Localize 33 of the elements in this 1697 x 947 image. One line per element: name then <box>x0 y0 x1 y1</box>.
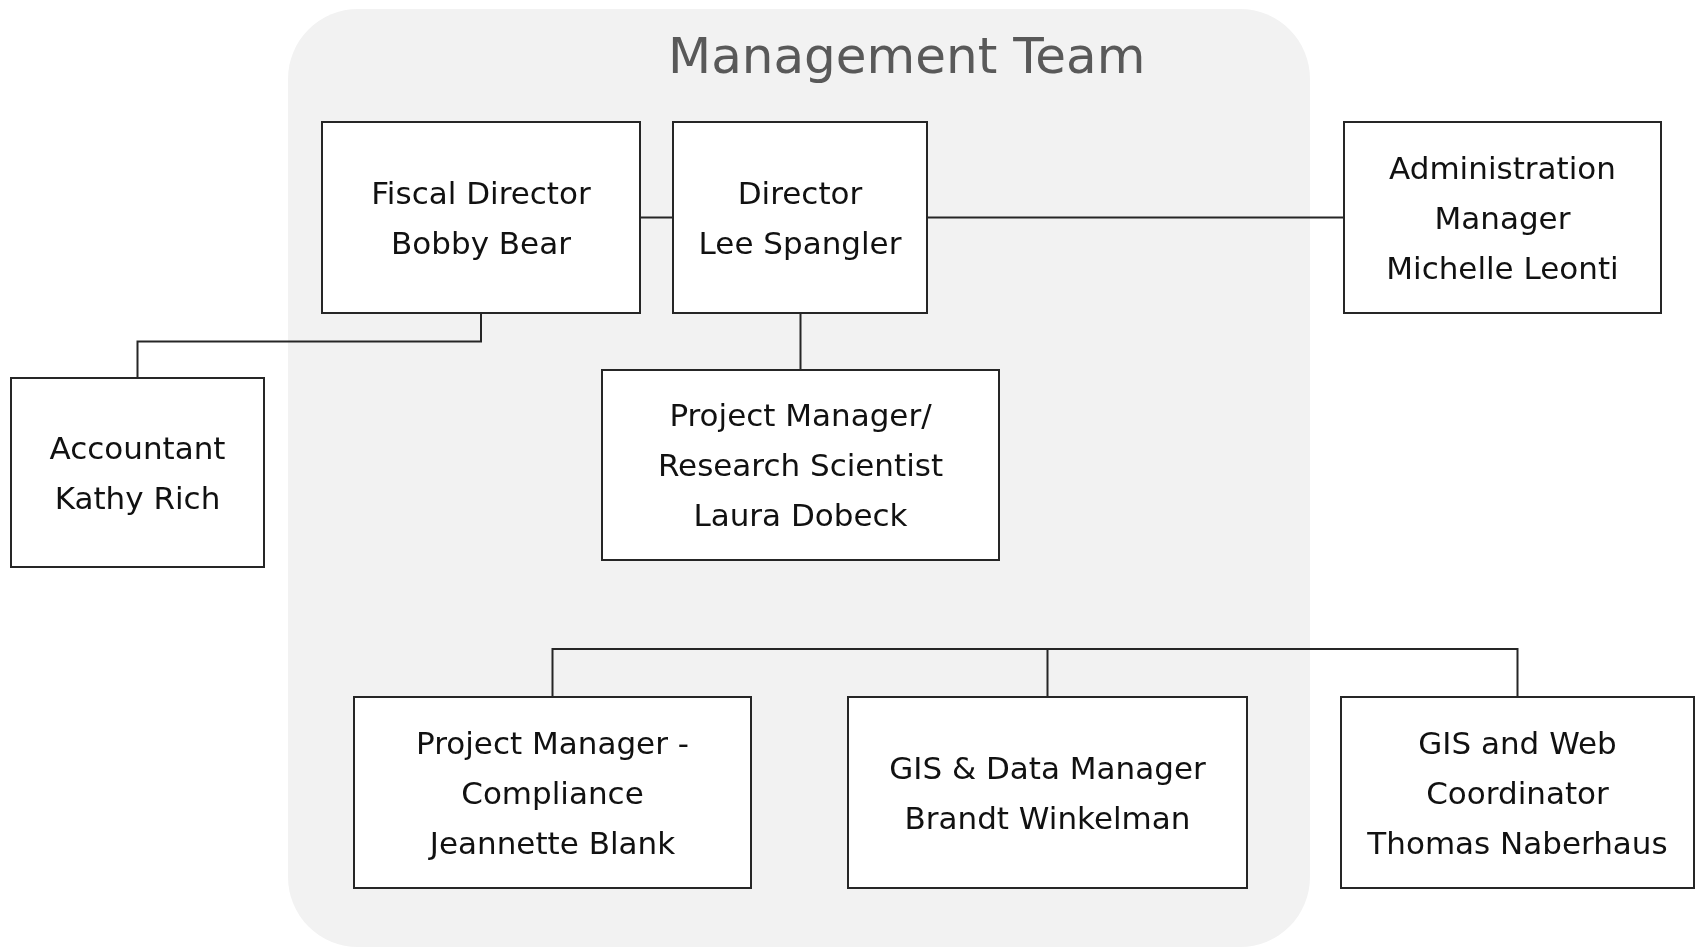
role-title: GIS and Web Coordinator <box>1417 723 1618 813</box>
person-name: Jeannette Blank <box>429 823 676 863</box>
person-name: Thomas Naberhaus <box>1367 823 1668 863</box>
person-name: Michelle Leonti <box>1386 248 1619 288</box>
role-box <box>1340 696 1695 889</box>
person-name: Bobby Bear <box>391 223 571 263</box>
role-title: Accountant <box>49 428 226 468</box>
role-box <box>10 377 265 568</box>
connector-line <box>136 313 482 378</box>
role-box <box>601 369 1000 561</box>
role-title: Project Manager/ Research Scientist <box>656 396 945 485</box>
connector-line <box>927 216 1344 219</box>
role-title: Project Manager - Compliance <box>415 723 690 813</box>
person-name: Laura Dobeck <box>693 496 908 535</box>
group-title: Management Team <box>668 27 1146 85</box>
connector-line <box>799 313 802 370</box>
role-title: Administration Manager <box>1388 148 1617 238</box>
connector-line <box>1047 648 1519 697</box>
role-title: Fiscal Director <box>371 173 591 213</box>
person-name: Brandt Winkelman <box>904 798 1191 838</box>
team-group-panel <box>288 9 1310 947</box>
role-box <box>847 696 1248 889</box>
role-box <box>672 121 928 314</box>
role-box <box>321 121 641 314</box>
role-box <box>1343 121 1662 314</box>
role-box <box>353 696 752 889</box>
person-name: Lee Spangler <box>698 223 902 263</box>
role-title: GIS & Data Manager <box>889 748 1206 788</box>
connector-line <box>551 648 1049 697</box>
role-title: Director <box>737 173 863 213</box>
person-name: Kathy Rich <box>54 478 221 518</box>
connector-line <box>1046 648 1049 697</box>
connector-line <box>640 216 673 219</box>
